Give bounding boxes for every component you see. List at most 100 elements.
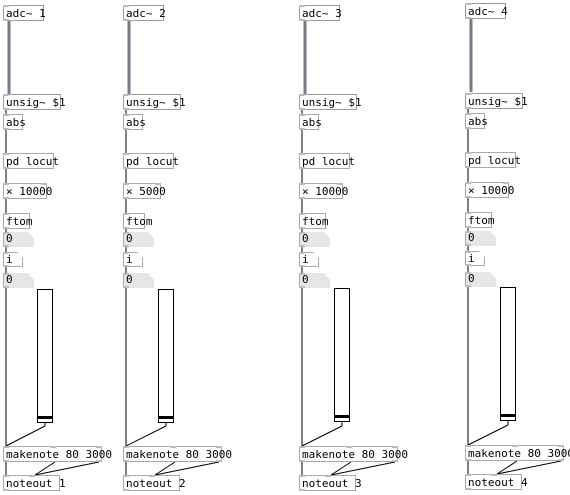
inlet-port[interactable] — [3, 475, 9, 477]
velocity-cord[interactable] — [496, 460, 518, 475]
int-object[interactable]: i — [299, 252, 319, 267]
vertical-slider[interactable] — [500, 287, 516, 421]
inlet-port[interactable] — [299, 232, 305, 234]
slider-cord[interactable] — [467, 424, 509, 446]
vertical-slider[interactable] — [37, 289, 53, 423]
inlet-port[interactable] — [123, 153, 129, 155]
multiply-object[interactable]: × 5000 — [123, 183, 166, 199]
ftom-object[interactable]: ftom — [465, 212, 495, 228]
inlet-port[interactable] — [465, 3, 471, 5]
adc-object[interactable]: adc~ 3 — [299, 5, 342, 21]
ftom-object[interactable]: ftom — [299, 213, 329, 229]
outlet-port[interactable] — [299, 167, 305, 169]
noteout-object[interactable]: noteout 3 — [299, 475, 362, 491]
inlet-port[interactable] — [3, 273, 9, 275]
inlet-port[interactable] — [299, 114, 305, 116]
noteout-object[interactable]: noteout 4 — [465, 474, 528, 490]
slider-knob[interactable] — [501, 414, 515, 418]
locut-subpatch[interactable]: pd locut — [465, 152, 521, 168]
locut-subpatch[interactable]: pd locut — [299, 153, 355, 169]
inlet-port[interactable] — [324, 475, 331, 477]
inlet-port[interactable] — [299, 183, 305, 185]
int-object[interactable]: i — [123, 252, 143, 267]
adc-object[interactable]: adc~ 4 — [465, 3, 508, 19]
velocity-cord[interactable] — [330, 461, 352, 476]
inlet-port[interactable] — [558, 445, 564, 447]
inlet-port[interactable] — [3, 114, 9, 116]
slider-cord[interactable] — [5, 425, 46, 447]
outlet-port[interactable] — [123, 489, 129, 491]
outlet-port[interactable] — [299, 265, 305, 267]
outlet-port[interactable] — [299, 489, 305, 491]
outlet-port[interactable] — [123, 245, 129, 247]
adc-object[interactable]: adc~ 1 — [3, 5, 46, 21]
velocity-cord[interactable] — [330, 461, 396, 476]
inlet-port[interactable] — [299, 252, 305, 254]
inlet-port[interactable] — [41, 183, 47, 185]
makenote-object[interactable]: makenote 80 3000 — [465, 445, 570, 461]
inlet-port[interactable] — [465, 251, 471, 253]
inlet-port[interactable] — [511, 445, 518, 447]
outlet-port[interactable] — [123, 128, 129, 130]
inlet-port[interactable] — [345, 446, 352, 448]
unsig-object[interactable]: unsig~ $1 — [3, 94, 66, 110]
inlet-port[interactable] — [299, 5, 305, 7]
inlet-port[interactable] — [3, 94, 9, 96]
outlet-port[interactable] — [465, 196, 471, 198]
slider-cord[interactable] — [301, 425, 343, 447]
outlet-port[interactable] — [216, 460, 222, 462]
velocity-cord[interactable] — [34, 461, 56, 476]
inlet-port[interactable] — [123, 475, 129, 477]
outlet-port[interactable] — [3, 227, 9, 229]
inlet-port[interactable] — [299, 475, 305, 477]
velocity-cord[interactable] — [34, 461, 100, 476]
inlet-port[interactable] — [123, 183, 129, 185]
vertical-slider[interactable] — [158, 289, 174, 423]
inlet-port[interactable] — [465, 93, 471, 95]
outlet-port[interactable] — [465, 264, 471, 266]
outlet-port[interactable] — [96, 460, 102, 462]
outlet-port[interactable] — [299, 19, 305, 21]
slider-knob[interactable] — [159, 416, 173, 420]
outlet-port[interactable] — [3, 19, 9, 21]
inlet-port[interactable] — [3, 232, 9, 234]
inlet-port[interactable] — [299, 213, 305, 215]
noteout-object[interactable]: noteout 1 — [3, 475, 66, 491]
slider-knob[interactable] — [335, 415, 349, 419]
outlet-port[interactable] — [299, 227, 305, 229]
slider-cord[interactable] — [125, 425, 167, 447]
outlet-port[interactable] — [299, 108, 305, 110]
inlet-port[interactable] — [123, 232, 129, 234]
number-box-pitch[interactable]: 0 — [3, 232, 34, 247]
ftom-object[interactable]: ftom — [123, 213, 153, 229]
outlet-port[interactable] — [465, 244, 471, 246]
outlet-port[interactable] — [3, 286, 9, 288]
inlet-port[interactable] — [465, 113, 471, 115]
vertical-slider[interactable] — [334, 288, 350, 422]
makenote-object[interactable]: makenote 80 3000 — [123, 446, 232, 462]
outlet-port[interactable] — [123, 19, 129, 21]
outlet-port[interactable] — [123, 227, 129, 229]
inlet-port[interactable] — [3, 153, 9, 155]
inlet-port[interactable] — [465, 474, 471, 476]
inlet-port[interactable] — [299, 446, 305, 448]
inlet-port[interactable] — [123, 5, 129, 7]
outlet-port[interactable] — [465, 226, 471, 228]
outlet-port[interactable] — [3, 108, 9, 110]
ftom-object[interactable]: ftom — [3, 213, 33, 229]
inlet-port[interactable] — [392, 446, 398, 448]
number-box-pitch[interactable]: 0 — [123, 232, 154, 247]
inlet-port[interactable] — [148, 475, 155, 477]
inlet-port[interactable] — [123, 213, 129, 215]
inlet-port[interactable] — [155, 183, 161, 185]
inlet-port[interactable] — [299, 94, 305, 96]
outlet-port[interactable] — [465, 459, 471, 461]
inlet-port[interactable] — [3, 5, 9, 7]
inlet-port[interactable] — [465, 212, 471, 214]
outlet-port[interactable] — [465, 166, 471, 168]
unsig-object[interactable]: unsig~ $1 — [465, 93, 528, 109]
abs-object[interactable]: abs — [465, 113, 488, 129]
velocity-cord[interactable] — [154, 461, 220, 476]
multiply-object[interactable]: × 10000 — [465, 182, 514, 198]
